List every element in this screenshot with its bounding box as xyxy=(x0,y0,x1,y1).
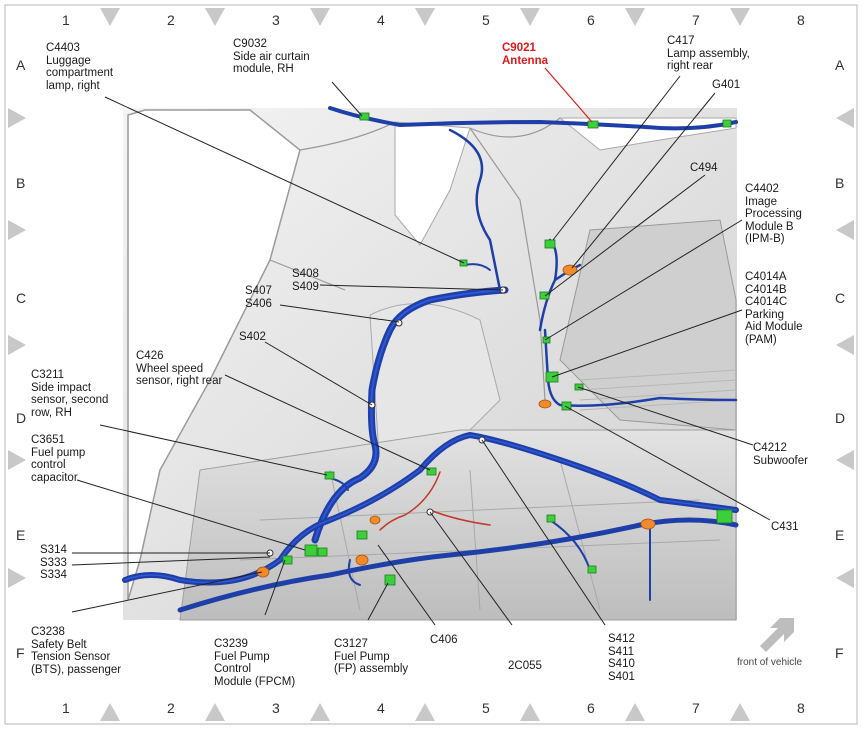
wiring-harness xyxy=(122,106,739,613)
grid-col-6-bottom: 6 xyxy=(587,700,595,716)
grid-row-a-left: A xyxy=(16,57,26,73)
grid-row-c-right: C xyxy=(835,290,846,306)
grid-row-d-left: D xyxy=(16,410,27,426)
antenna-leader-line xyxy=(544,67,593,123)
label-c3211: C3211 Side impact sensor, second row, RH xyxy=(31,369,109,419)
body-shell xyxy=(123,108,737,621)
grid-row-d-right: D xyxy=(835,410,846,426)
grid-row-b-right: B xyxy=(835,175,845,191)
grid-col-2-bottom: 2 xyxy=(167,700,175,716)
grid-col-2-top: 2 xyxy=(167,12,175,28)
label-c4402: C4402 Image Processing Module B (IPM-B) xyxy=(745,183,802,245)
connectors xyxy=(282,112,733,586)
label-c4212: C4212 Subwoofer xyxy=(753,442,808,467)
label-c3239: C3239 Fuel Pump Control Module (FPCM) xyxy=(214,638,296,688)
grid-col-4-bottom: 4 xyxy=(377,700,385,716)
grid-col-7-top: 7 xyxy=(692,12,700,28)
label-s407-s406: S407 S406 xyxy=(245,285,272,310)
grid-col-1-bottom: 1 xyxy=(62,700,70,716)
label-c3651: C3651 Fuel pump control capacitor xyxy=(31,434,86,484)
label-c494: C494 xyxy=(690,162,718,174)
grid-col-3-top: 3 xyxy=(272,12,280,28)
label-c3238: C3238 Safety Belt Tension Sensor (BTS), … xyxy=(31,626,122,676)
grid-col-8-bottom: 8 xyxy=(797,700,805,716)
grid-row-f-right: F xyxy=(835,645,844,661)
front-of-vehicle-label: front of vehicle xyxy=(737,657,803,668)
label-c431: C431 xyxy=(771,521,799,533)
leader-lines xyxy=(71,75,771,626)
grid-row-f-left: F xyxy=(16,645,25,661)
label-s408-s409: S408 S409 xyxy=(292,268,319,293)
label-c4403: C4403 Luggage compartment lamp, right xyxy=(46,42,114,92)
label-c9032: C9032 Side air curtain module, RH xyxy=(233,38,310,75)
grid-col-4-top: 4 xyxy=(377,12,385,28)
label-s314-s333-s334: S314 S333 S334 xyxy=(40,544,67,581)
grid-row-c-left: C xyxy=(16,290,27,306)
grid-col-1-top: 1 xyxy=(62,12,70,28)
grid-col-6-top: 6 xyxy=(587,12,595,28)
label-c9021: C9021 Antenna xyxy=(502,42,548,67)
grid-col-8-top: 8 xyxy=(797,12,805,28)
label-c4014: C4014A C4014B C4014C Parking Aid Module … xyxy=(745,271,803,346)
grid-row-b-left: B xyxy=(16,175,26,191)
label-c3127: C3127 Fuel Pump (FP) assembly xyxy=(334,638,409,675)
grid-col-5-bottom: 5 xyxy=(482,700,490,716)
grid-row-e-right: E xyxy=(835,527,845,543)
label-s402: S402 xyxy=(239,331,266,343)
label-c406: C406 xyxy=(430,634,458,646)
label-s412-s401: S412 S411 S410 S401 xyxy=(608,633,635,683)
grid-col-3-bottom: 3 xyxy=(272,700,280,716)
grid-row-a-right: A xyxy=(835,57,845,73)
grid-markers xyxy=(8,8,854,721)
grid-col-5-top: 5 xyxy=(482,12,490,28)
label-2c055: 2C055 xyxy=(508,660,542,672)
grid-row-e-left: E xyxy=(16,527,26,543)
label-c426: C426 Wheel speed sensor, right rear xyxy=(136,350,223,387)
grid-col-7-bottom: 7 xyxy=(692,700,700,716)
label-c417: C417 Lamp assembly, right rear xyxy=(667,35,750,72)
ground-points xyxy=(256,264,656,578)
label-g401: G401 xyxy=(712,79,741,91)
front-of-vehicle-arrow-icon xyxy=(760,618,794,652)
